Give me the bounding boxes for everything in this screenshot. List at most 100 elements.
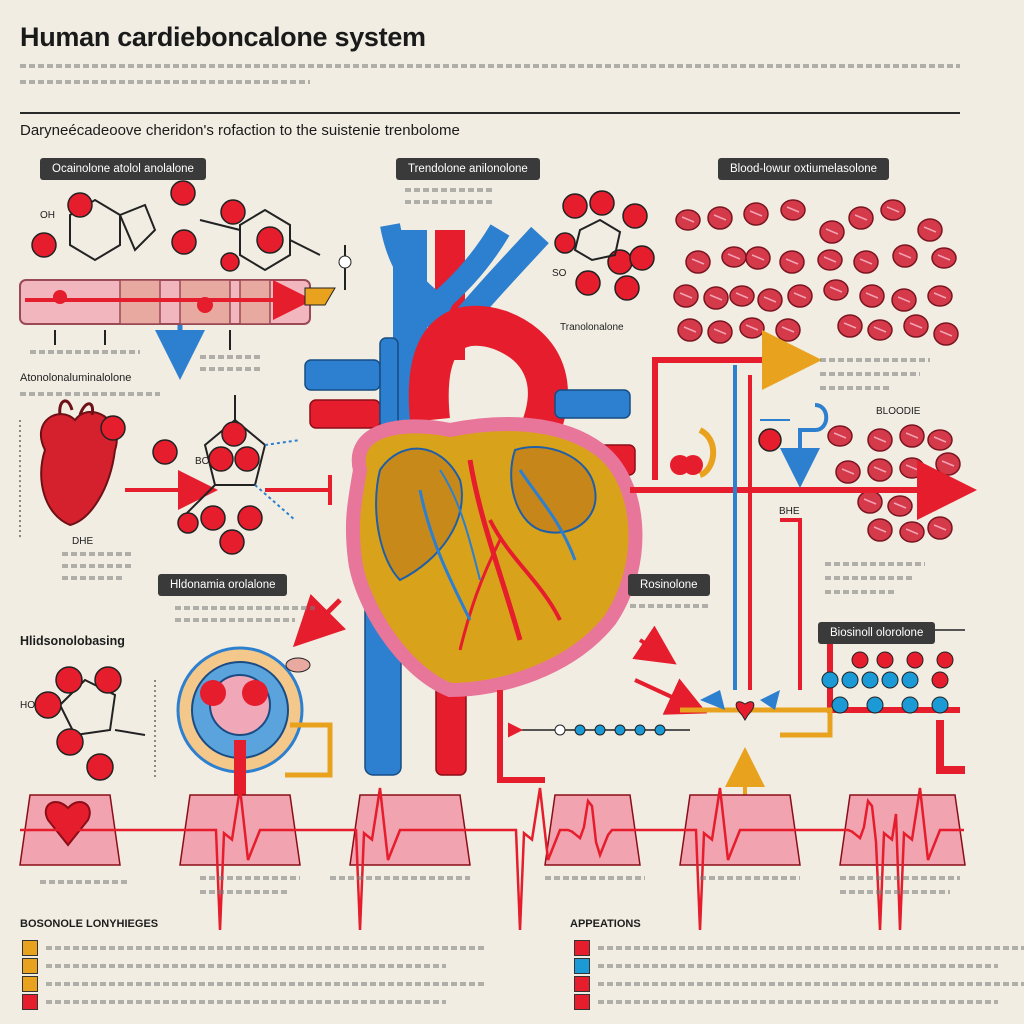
legend-text-line	[598, 1000, 998, 1004]
caption-line	[62, 552, 132, 556]
blood-cell-highlight	[873, 326, 887, 333]
blood-cell-highlight	[727, 253, 741, 260]
legend-swatch	[22, 994, 38, 1010]
legend-swatch	[574, 958, 590, 974]
ecg-strip	[19, 787, 966, 931]
bead	[931, 696, 949, 714]
ecg-caption	[200, 890, 290, 894]
blood-cell-highlight	[825, 228, 839, 235]
blood-cell-highlight	[905, 528, 919, 535]
label-so: SO	[552, 268, 567, 279]
bead	[866, 696, 884, 714]
blood-cell-highlight	[713, 328, 727, 335]
caption-line	[820, 372, 920, 376]
blood-cell-highlight	[785, 258, 799, 265]
legend-item	[22, 940, 486, 956]
legend-item	[22, 958, 446, 974]
caption-line	[20, 392, 160, 396]
blood-cell-highlight	[691, 258, 705, 265]
blood-cell-highlight	[843, 322, 857, 329]
blood-cell-highlight	[873, 466, 887, 473]
pill-mid-left: Hldonamia orolalone	[158, 574, 288, 596]
ecg-caption	[545, 876, 645, 880]
central-left-molecule	[177, 395, 332, 555]
caption-line	[825, 562, 925, 566]
right-flow-network	[497, 330, 977, 795]
blood-cell-highlight	[939, 330, 953, 337]
blood-cell-highlight	[786, 206, 800, 213]
bead	[936, 651, 954, 669]
diagram-subtitle: Daryneécadeoove cheridon's rofaction to …	[20, 122, 460, 139]
bead	[851, 651, 869, 669]
bead	[906, 651, 924, 669]
blood-cell-highlight	[863, 498, 877, 505]
legend-left-title: BOSONOLE LONYHIEGES	[20, 918, 159, 930]
top-center-panel	[554, 190, 655, 301]
blood-cell-highlight	[859, 258, 873, 265]
bead	[861, 671, 879, 689]
blood-cell-highlight	[679, 292, 693, 299]
legend-text-line	[46, 946, 486, 950]
blood-cell-highlight	[933, 436, 947, 443]
main-heart	[304, 222, 643, 776]
pill-right: Blood-lowur oxtiumelasolone	[718, 158, 890, 180]
legend-swatch	[22, 976, 38, 992]
bead	[831, 696, 849, 714]
blood-cell-highlight	[745, 324, 759, 331]
caption-line	[200, 355, 260, 359]
blood-cell-highlight	[763, 296, 777, 303]
legend-text-line	[46, 982, 486, 986]
blood-cell-highlight	[933, 292, 947, 299]
legend-text-line	[46, 964, 446, 968]
bead	[821, 671, 839, 689]
blood-cell-highlight	[893, 502, 907, 509]
blood-cell-highlight	[749, 210, 763, 217]
pill-mid-right: Rosinolone	[628, 574, 710, 596]
bead	[901, 696, 919, 714]
blood-cell-highlight	[833, 432, 847, 439]
ecg-panel	[179, 794, 301, 866]
ecg-panel	[544, 794, 641, 866]
page-title: Human cardiebonсalone system	[20, 22, 426, 52]
header-divider	[20, 112, 960, 114]
pill-left: Ocainolone atolol anolalone	[40, 158, 206, 180]
blood-cell-highlight	[886, 206, 900, 213]
caption-line	[630, 604, 710, 608]
legend-swatch	[574, 940, 590, 956]
label-heart-left-caption: Atonolonaluminalolone	[20, 372, 132, 384]
legend-item	[574, 940, 1024, 956]
ecg-caption	[330, 876, 470, 880]
legend-text-line	[598, 982, 1024, 986]
caption-line	[405, 188, 495, 192]
legend-item	[574, 994, 998, 1010]
bead	[876, 651, 894, 669]
blood-cell-highlight	[735, 292, 749, 299]
caption-line	[820, 386, 890, 390]
intro-text-line	[20, 80, 310, 84]
blood-cell-highlight	[841, 468, 855, 475]
caption-line	[175, 606, 315, 610]
ecg-caption	[200, 876, 300, 880]
blood-cell-highlight	[873, 526, 887, 533]
top-left-panel	[19, 180, 352, 380]
legend-text-line	[598, 946, 1024, 950]
blood-cell-highlight	[713, 214, 727, 221]
label-dhe: DHE	[72, 536, 94, 547]
legend-swatch	[574, 994, 590, 1010]
bead	[841, 671, 859, 689]
label-bo: BO	[195, 456, 210, 467]
blood-cell-highlight	[751, 254, 765, 261]
label-tranolonalone: Tranolonalone	[560, 322, 624, 333]
label-oh: OH	[40, 210, 55, 221]
blood-cell-highlight	[823, 256, 837, 263]
blood-cell-highlight	[923, 226, 937, 233]
blood-cell-highlight	[905, 432, 919, 439]
blood-cell-highlight	[709, 294, 723, 301]
caption-line	[820, 358, 930, 362]
caption-line	[62, 576, 122, 580]
blood-cell-highlight	[905, 464, 919, 471]
legend-right-title: APPEATIONS	[570, 918, 641, 930]
blood-cell-highlight	[897, 296, 911, 303]
blood-cell-highlight	[681, 216, 695, 223]
